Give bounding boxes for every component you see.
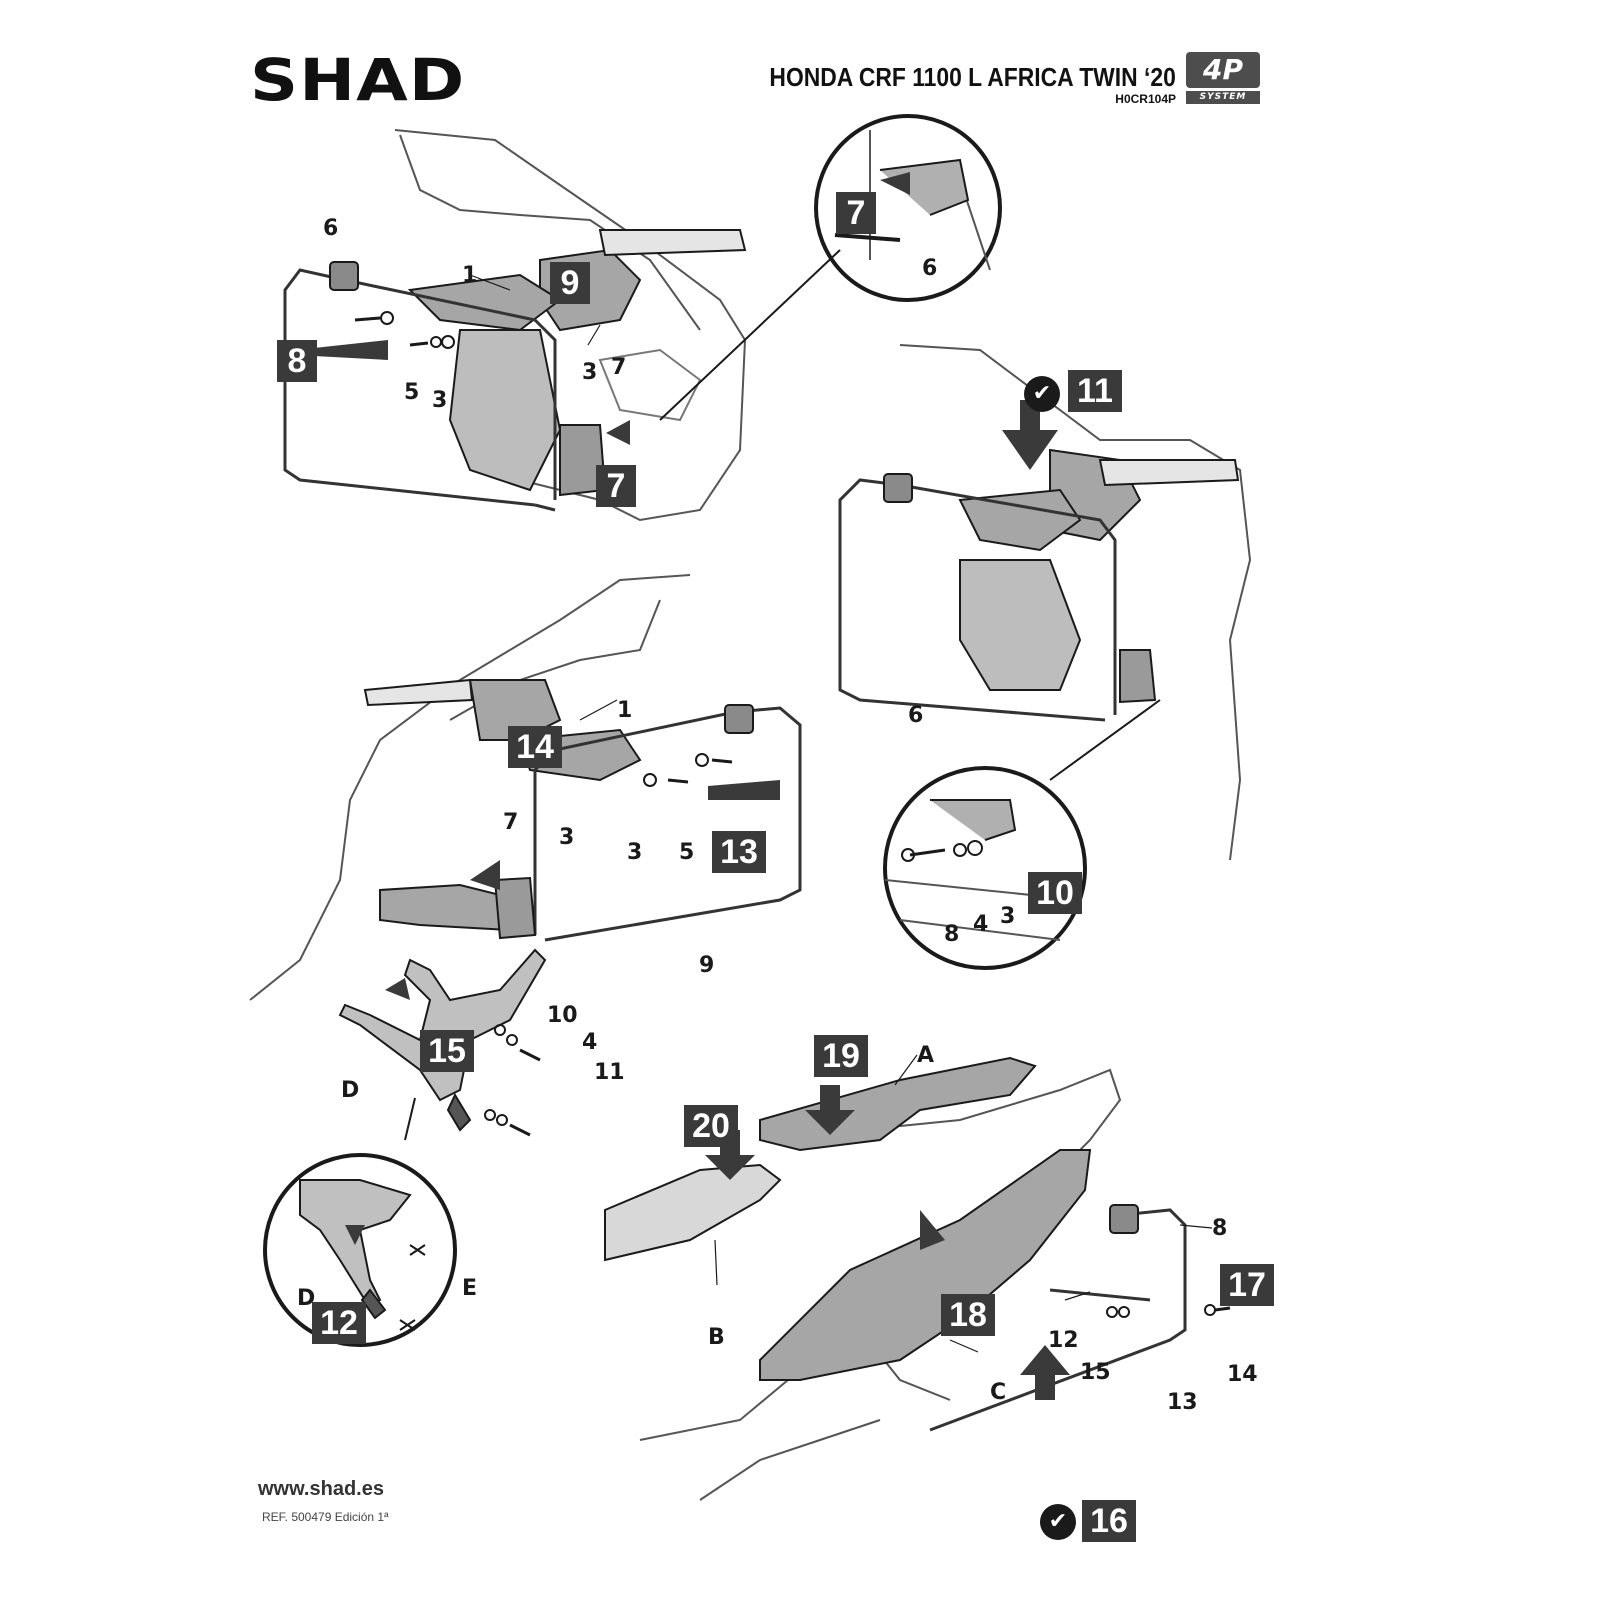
part-label: 4 [582, 1030, 598, 1055]
part-label: 8 [944, 922, 960, 947]
panel-3-bolts [643, 753, 733, 787]
check-icon: ✔ [1040, 1504, 1076, 1540]
shad-logo: SHAD [250, 46, 466, 114]
part-label: 14 [1227, 1362, 1258, 1387]
part-label: 13 [1167, 1390, 1198, 1415]
system-badge: 4P SYSTEM [1186, 52, 1260, 104]
part-label: A [917, 1043, 935, 1068]
part-label: 7 [611, 355, 627, 380]
panel-2-arrow-11 [1002, 400, 1058, 470]
reference-text: REF. 500479 Edición 1ª [262, 1510, 389, 1524]
part-label: 7 [503, 810, 519, 835]
detail-bottom-callout-line [404, 1097, 416, 1141]
part-label: D [341, 1078, 360, 1103]
part-label: 9 [699, 953, 715, 978]
panel-2-side-rail [838, 473, 1157, 722]
seat-a [759, 1056, 1037, 1152]
system-badge-top: 4P [1186, 52, 1260, 88]
leader-lines [469, 274, 1213, 1353]
step-13: 13 [712, 831, 766, 873]
check-icon: ✔ [1024, 376, 1060, 412]
arrow-20 [705, 1130, 755, 1180]
model-title: HONDA CRF 1100 L AFRICA TWIN ‘20 [769, 62, 1176, 92]
arrow-16 [1020, 1345, 1070, 1400]
part-label: 10 [547, 1003, 578, 1028]
seat-c [759, 1149, 1092, 1381]
part-label: 8 [1212, 1216, 1228, 1241]
step-17: 17 [1220, 1264, 1274, 1306]
step-12: 12 [312, 1302, 366, 1344]
step-8: 8 [277, 340, 317, 382]
part-label: 12 [1048, 1328, 1079, 1353]
panel-2-frame [899, 344, 1252, 861]
part-label: E [462, 1276, 478, 1301]
panel-1-side-rail [283, 261, 607, 512]
panel-1-callout-line [659, 249, 841, 421]
step-20: 20 [684, 1105, 738, 1147]
panel-4-side-rail [929, 1204, 1231, 1432]
step-15: 15 [420, 1030, 474, 1072]
arrow-18 [920, 1210, 945, 1250]
panel-3-frame [249, 574, 691, 1001]
website-link[interactable]: www.shad.es [258, 1478, 384, 1500]
arrow-19 [805, 1085, 855, 1135]
part-label: D [297, 1286, 316, 1311]
step-18: 18 [941, 1294, 995, 1336]
panel-1-arrow-8 [314, 340, 388, 360]
step-7-detail: 7 [836, 192, 876, 234]
panel-1-arrow-7 [606, 420, 630, 445]
panel-3-arrow-red [470, 860, 500, 890]
part-label: 6 [908, 703, 924, 728]
part-label: 3 [432, 388, 448, 413]
part-label: 3 [582, 360, 598, 385]
part-label: 15 [1080, 1360, 1111, 1385]
part-label: 6 [323, 216, 339, 241]
seat-b [604, 1163, 782, 1262]
model-code: H0CR104P [1115, 92, 1176, 106]
step-19: 19 [814, 1035, 868, 1077]
panel-1-bolts [354, 311, 455, 349]
part-label: 3 [627, 840, 643, 865]
part-label: 6 [922, 256, 938, 281]
bracket-arrow-15 [385, 978, 410, 1000]
step-7-main: 7 [596, 465, 636, 507]
panel-2-callout-line [1049, 699, 1161, 781]
part-label: 5 [679, 840, 695, 865]
step-14: 14 [508, 726, 562, 768]
part-label: 3 [559, 825, 575, 850]
step-11: 11 [1068, 370, 1122, 412]
step-16: 16 [1082, 1500, 1136, 1542]
part-label: 3 [1000, 904, 1016, 929]
system-badge-bottom: SYSTEM [1186, 91, 1260, 104]
part-label: 4 [973, 912, 989, 937]
part-label: B [708, 1325, 725, 1350]
step-9: 9 [550, 262, 590, 304]
part-label: 11 [594, 1060, 625, 1085]
panel-3-arrow-13 [708, 780, 780, 800]
step-10: 10 [1028, 872, 1082, 914]
part-label: C [990, 1380, 1007, 1405]
part-label: 5 [404, 380, 420, 405]
part-label: 1 [462, 263, 478, 288]
part-label: 1 [617, 698, 633, 723]
detail-circle-middle [883, 766, 1087, 970]
detail-circle-bottom [263, 1153, 457, 1347]
